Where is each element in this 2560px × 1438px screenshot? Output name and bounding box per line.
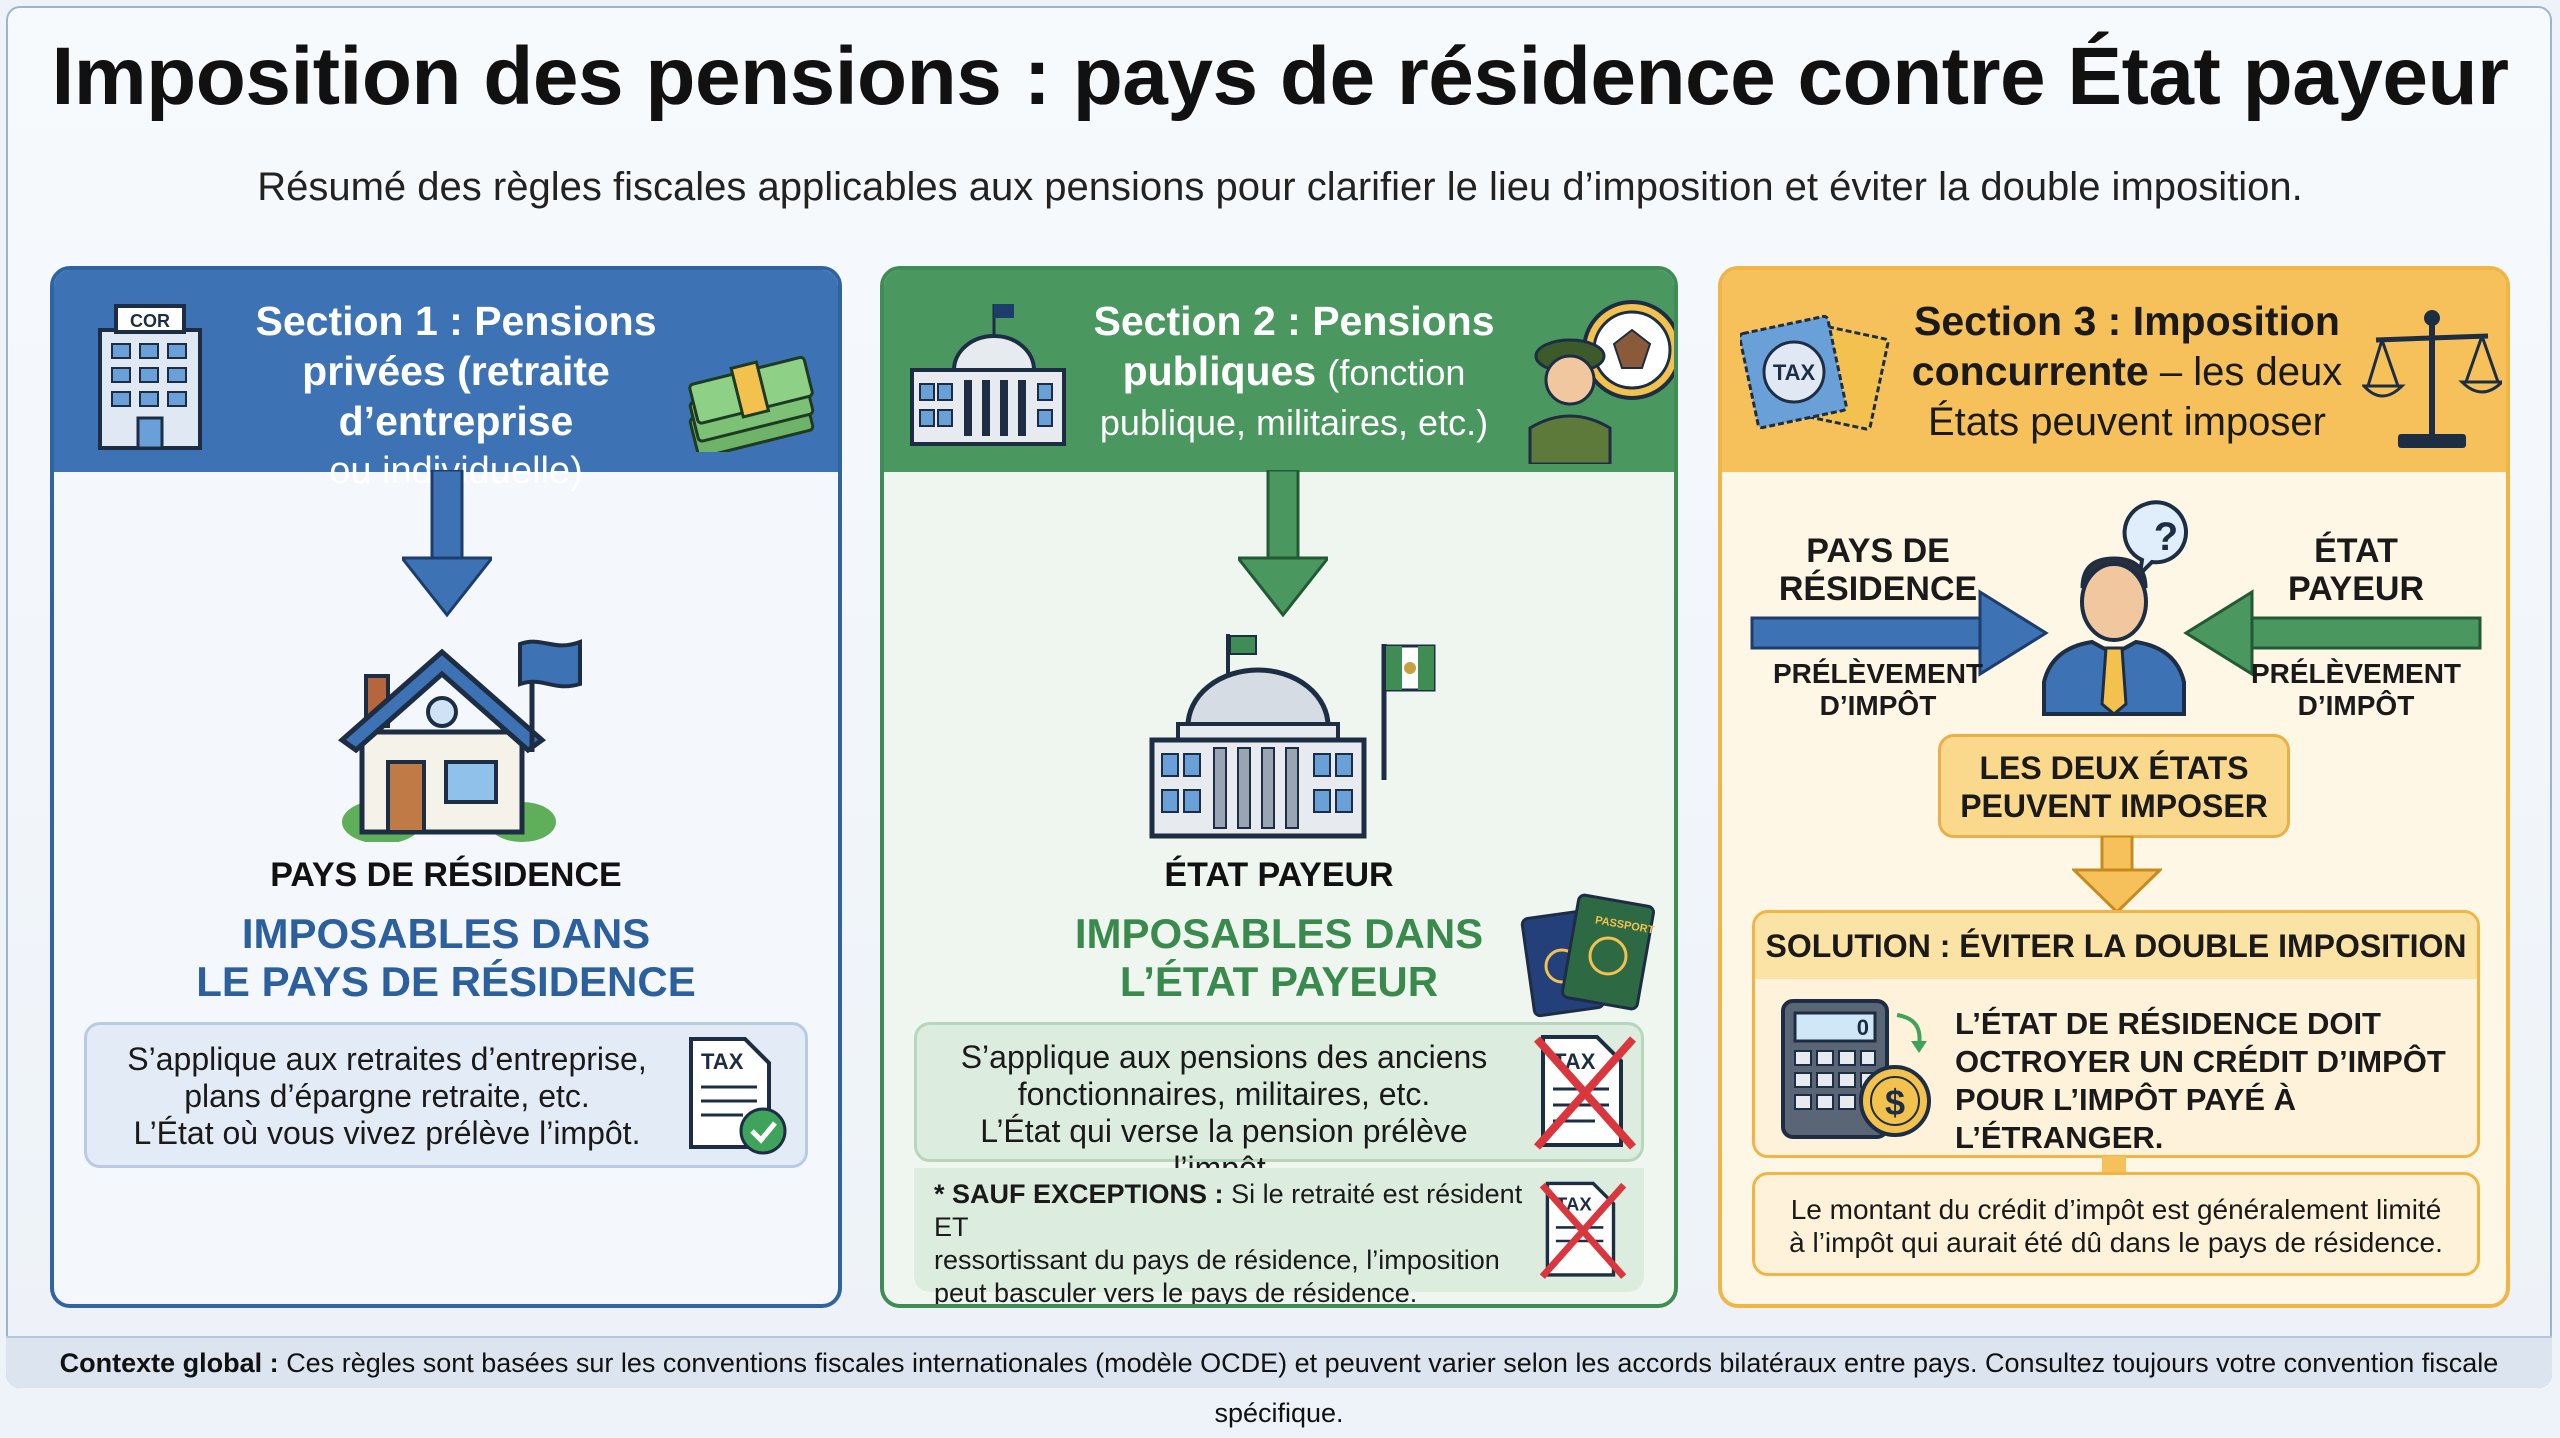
section-2-title-bold2: publiques — [1122, 348, 1317, 394]
left-label-line2: RÉSIDENCE — [1778, 570, 1978, 608]
section-2-title-rest1: (fonction — [1327, 352, 1466, 393]
capitol-flag-icon — [1149, 634, 1436, 839]
limit-note-box: Le montant du crédit d’impôt est général… — [1752, 1172, 2480, 1276]
section-3-header: TAX Section 3 : Imposition concurrente –… — [1722, 270, 2506, 472]
left-sub-line1: PRÉLÈVEMENT — [1772, 658, 1984, 689]
building-sign: COR — [130, 311, 170, 331]
tax-doc-label: TAX — [701, 1049, 744, 1074]
section-2-title: Section 2 : Pensions — [1093, 298, 1495, 344]
section-2-down-arrow — [1238, 470, 1328, 618]
right-label-line1: ÉTAT — [2314, 532, 2398, 570]
stamp-label: TAX — [1773, 360, 1816, 385]
section-1-header: COR Section 1 : Pensions privées (retrai… — [54, 270, 838, 492]
solution-title: SOLUTION : ÉVITER LA DOUBLE IMPOSITION — [1755, 913, 2477, 979]
section-1-result-line2: LE PAYS DE RÉSIDENCE — [196, 958, 696, 1005]
section-1-title: Section 1 : Pensions privées (retraite d… — [255, 298, 657, 444]
section-1-note-line3: L’État où vous vivez prélève l’impôt. — [133, 1115, 641, 1151]
tax-document-check-icon: TAX — [689, 1037, 787, 1155]
solution-box: SOLUTION : ÉVITER LA DOUBLE IMPOSITION 0… — [1752, 910, 2480, 1158]
solution-line2: OCTROYER UN CRÉDIT D’IMPÔT — [1955, 1044, 2446, 1079]
house-flag-icon — [337, 639, 582, 842]
solution-line3: POUR L’IMPÔT PAYÉ À L’ÉTRANGER. — [1955, 1082, 2297, 1155]
section-1-card: COR Section 1 : Pensions privées (retrai… — [50, 266, 842, 1308]
left-sub-line2: D’IMPÔT — [1819, 690, 1937, 721]
coin-symbol: $ — [1885, 1082, 1905, 1123]
section-2-note-line2: fonctionnaires, militaires, etc. — [1017, 1076, 1431, 1112]
both-states-box: LES DEUX ÉTATS PEUVENT IMPOSER — [1938, 734, 2290, 838]
limit-line2: à l’impôt qui aurait été dû dans le pays… — [1789, 1227, 2443, 1258]
section-1-note-line2: plans d’épargne retraite, etc. — [184, 1078, 590, 1114]
section-2-card: Section 2 : Pensions publiques (fonction… — [880, 266, 1678, 1308]
page-title: Imposition des pensions : pays de réside… — [51, 31, 2509, 122]
section-1-label: PAYS DE RÉSIDENCE — [270, 856, 622, 894]
left-pointing-green-arrow — [2183, 589, 2482, 677]
section-2-label: ÉTAT PAYEUR — [1164, 856, 1394, 894]
section-3-title-rest2: États peuvent imposer — [1928, 400, 2326, 444]
footer-text: Ces règles sont basées sur les conventio… — [286, 1348, 2499, 1428]
section-1-result-line1: IMPOSABLES DANS — [241, 910, 651, 957]
section-2-note-box: S’applique aux pensions des anciens fonc… — [914, 1022, 1644, 1186]
scales-of-justice-icon — [2362, 310, 2502, 448]
tax-document-crossed-small-icon: TAX — [1539, 1181, 1627, 1279]
tax-document-crossed-icon: TAX — [1534, 1035, 1636, 1150]
section-2-result-line2: L’ÉTAT PAYEUR — [1119, 958, 1439, 1005]
both-states-line2: PEUVENT IMPOSER — [1960, 788, 2268, 824]
tax-stamps-icon: TAX — [1740, 314, 1890, 431]
section-1-note-line1: S’applique aux retraites d’entreprise, — [127, 1041, 647, 1077]
footer-label: Contexte global : — [59, 1348, 279, 1378]
government-building-icon — [910, 304, 1066, 446]
section-2-result-line1: IMPOSABLES DANS — [1074, 910, 1484, 957]
section-1-down-arrow — [402, 470, 492, 618]
section-3-card: TAX Section 3 : Imposition concurrente –… — [1718, 266, 2510, 1308]
section-3-title: Section 3 : Imposition — [1914, 298, 2340, 344]
section-2-note-line1: S’applique aux pensions des anciens — [960, 1039, 1488, 1075]
right-sub-line2: D’IMPÔT — [2297, 690, 2415, 721]
limit-line1: Le montant du crédit d’impôt est général… — [1790, 1194, 2442, 1225]
section-2-exception-line1: Si le retraité est résident ET — [934, 1179, 1523, 1242]
right-sub-line1: PRÉLÈVEMENT — [2250, 658, 2462, 689]
footer-context: Contexte global : Ces règles sont basées… — [6, 1336, 2552, 1428]
section-2-exception-title: * SAUF EXCEPTIONS : — [934, 1179, 1224, 1209]
question-mark: ? — [2154, 515, 2178, 559]
section-3-title-bold2: concurrente — [1911, 348, 2149, 394]
office-building-icon: COR — [98, 304, 202, 450]
passport-icon: PASSPORT — [1520, 893, 1655, 1018]
money-stack-icon — [688, 355, 815, 452]
section-2-exception-line2: ressortissant du pays de résidence, l’im… — [934, 1245, 1500, 1275]
right-label-line2: PAYEUR — [2287, 570, 2425, 608]
both-states-line1: LES DEUX ÉTATS — [1979, 750, 2249, 786]
section-2-header: Section 2 : Pensions publiques (fonction… — [884, 270, 1674, 472]
connector — [2102, 1156, 2126, 1174]
calculator-coin-icon: 0 $ — [1781, 999, 1931, 1139]
down-yellow-arrow — [2072, 836, 2162, 915]
section-3-title-rest1: – les deux — [2159, 350, 2343, 394]
section-1-note-box: S’applique aux retraites d’entreprise, p… — [84, 1022, 808, 1168]
soldier-seal-icon — [1528, 300, 1674, 464]
left-label-line1: PAYS DE — [1806, 532, 1950, 570]
section-2-title-rest2: publique, militaires, etc.) — [1099, 402, 1489, 443]
section-2-exception-line3: peut basculer vers le pays de résidence. — [934, 1278, 1418, 1308]
page-subtitle: Résumé des règles fiscales applicables a… — [257, 165, 2303, 209]
right-pointing-blue-arrow — [1750, 589, 2049, 677]
calculator-display: 0 — [1857, 1015, 1869, 1040]
solution-line1: L’ÉTAT DE RÉSIDENCE DOIT — [1955, 1006, 2381, 1041]
section-2-exception-box: * SAUF EXCEPTIONS : Si le retraité est r… — [914, 1168, 1644, 1304]
person-question-icon: ? — [2042, 500, 2188, 716]
